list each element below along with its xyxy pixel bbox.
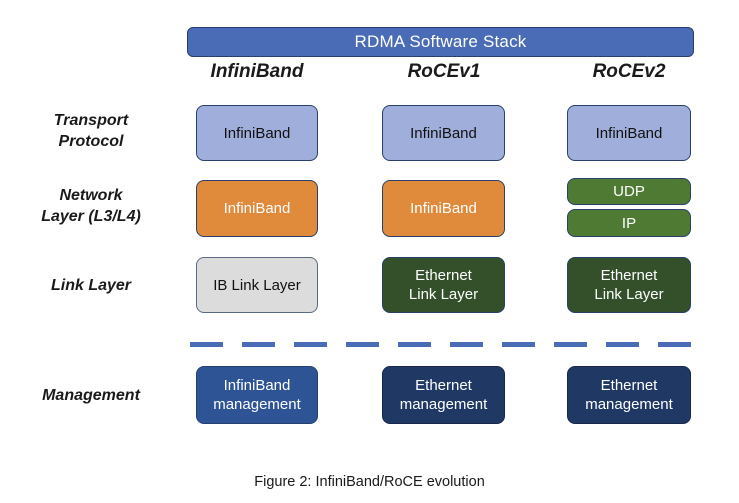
management-box-ethernet-rocev1: Ethernet management <box>382 366 505 424</box>
network-box-udp: UDP <box>567 178 691 205</box>
row-label-transport-protocol: Transport Protocol <box>53 112 129 150</box>
column-heading-rocev2: RoCEv2 <box>592 61 666 82</box>
link-box-ib-link-layer: IB Link Layer <box>196 257 318 313</box>
network-box-ip: IP <box>567 209 691 237</box>
link-box-ethernet-rocev2: Ethernet Link Layer <box>567 257 691 313</box>
management-box-infiniband: InfiniBand management <box>196 366 318 424</box>
link-box-ethernet-rocev1: Ethernet Link Layer <box>382 257 505 313</box>
rdma-software-stack-banner: RDMA Software Stack <box>187 27 694 57</box>
management-box-ethernet-rocev2: Ethernet management <box>567 366 691 424</box>
column-heading-infiniband: InfiniBand <box>210 61 304 82</box>
figure-caption: Figure 2: InfiniBand/RoCE evolution <box>254 474 485 490</box>
network-box-infiniband: InfiniBand <box>196 180 318 237</box>
dashed-divider <box>190 342 694 347</box>
transport-box-rocev1: InfiniBand <box>382 105 505 161</box>
row-label-management: Management <box>42 387 140 404</box>
network-box-rocev1: InfiniBand <box>382 180 505 237</box>
column-heading-rocev1: RoCEv1 <box>407 61 481 82</box>
transport-box-rocev2: InfiniBand <box>567 105 691 161</box>
row-label-network-layer: Network Layer (L3/L4) <box>41 187 141 225</box>
row-label-link-layer: Link Layer <box>50 277 132 294</box>
transport-box-infiniband: InfiniBand <box>196 105 318 161</box>
